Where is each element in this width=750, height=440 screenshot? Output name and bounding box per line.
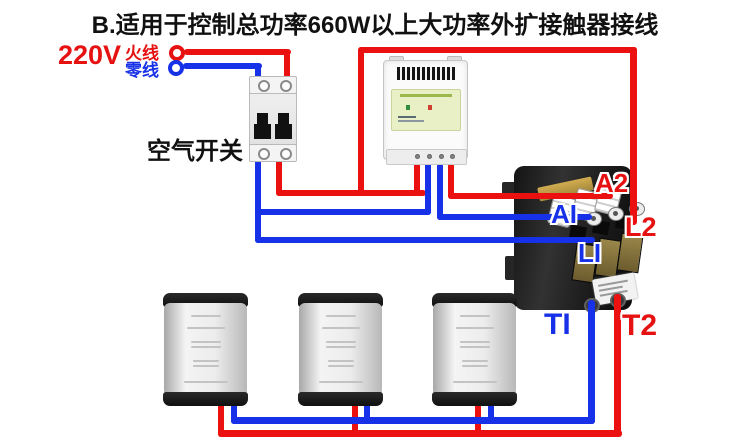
contactor-mount-ear — [502, 182, 516, 195]
load-device-3 — [432, 293, 517, 406]
wire-controller-terminal3 — [437, 158, 443, 220]
breaker-screw — [258, 148, 270, 160]
breaker-screw — [280, 148, 292, 160]
wire-neutral-breaker-out — [255, 158, 261, 243]
diagram-title: B.适用于控制总功率660W以上大功率外扩接触器接线 — [91, 12, 659, 39]
neutral-terminal-ring-icon — [168, 60, 184, 76]
breaker-label: 空气开关 — [147, 138, 243, 165]
voltage-label: 220V — [58, 40, 122, 70]
wire-controller-to-A2 — [448, 193, 613, 199]
wire-controller-terminal2 — [425, 158, 431, 215]
breaker-screw — [258, 80, 270, 92]
breaker-screw — [280, 80, 292, 92]
wire-T2-drop — [614, 294, 621, 437]
wire-T1-drop — [588, 300, 595, 424]
terminal-tag-L2: L2 — [625, 212, 657, 242]
wire-load1-neutral-stub — [231, 402, 237, 424]
terminal-tag-T1: TI — [544, 308, 571, 341]
live-wire-label: 火线 — [125, 44, 159, 63]
wire-live-drop-to-L2 — [630, 47, 637, 225]
terminal-tag-A2: A2 — [595, 168, 629, 198]
terminal-tag-T2: T2 — [622, 309, 658, 342]
controller-module — [383, 56, 468, 165]
wire-controller-terminal4 — [448, 158, 454, 199]
controller-body — [383, 60, 468, 165]
wire-live-riser — [358, 47, 364, 196]
wire-neutral-to-controller — [255, 209, 431, 215]
controller-terminal-strip — [386, 149, 467, 165]
load-device-1 — [163, 293, 248, 406]
load-device-2 — [298, 293, 383, 406]
wire-neutral-source-horizontal — [183, 63, 262, 69]
breaker-bottom-terminal-strip — [249, 144, 297, 162]
wire-live-to-controller — [276, 190, 426, 196]
terminal-tag-A1: AI — [551, 199, 577, 229]
breaker-body — [249, 93, 297, 145]
wire-load3-neutral-stub — [488, 402, 494, 424]
breaker-top-terminal-strip — [249, 76, 297, 94]
wire-blue-bus-bottom — [231, 417, 595, 424]
breaker-toggle-icon — [257, 113, 268, 124]
wire-red-bus-bottom — [218, 430, 622, 437]
wire-live-source-horizontal — [184, 49, 291, 55]
terminal-tag-L1: LI — [578, 238, 602, 268]
wire-neutral-to-L1 — [255, 237, 595, 243]
wire-controller-terminal1 — [414, 158, 420, 196]
breaker-toggle-icon — [278, 113, 289, 124]
neutral-wire-label: 零线 — [125, 61, 159, 80]
live-terminal-ring-icon — [169, 45, 185, 61]
air-switch-device — [248, 76, 297, 162]
contactor-terminal-screw — [608, 207, 624, 221]
wire-live-breaker-out — [276, 158, 282, 196]
breaker-toggle-icon — [254, 124, 271, 139]
wire-live-to-breaker — [284, 49, 290, 80]
wire-load2-neutral-stub — [364, 402, 370, 424]
wire-live-top-run — [358, 47, 637, 53]
breaker-toggle-icon — [275, 124, 292, 139]
controller-green-label — [391, 89, 461, 131]
wire-neutral-to-breaker — [255, 63, 261, 80]
wire-controller-to-A1 — [437, 214, 592, 220]
wire-load1-live-stub — [218, 402, 224, 437]
controller-vents — [397, 67, 455, 80]
